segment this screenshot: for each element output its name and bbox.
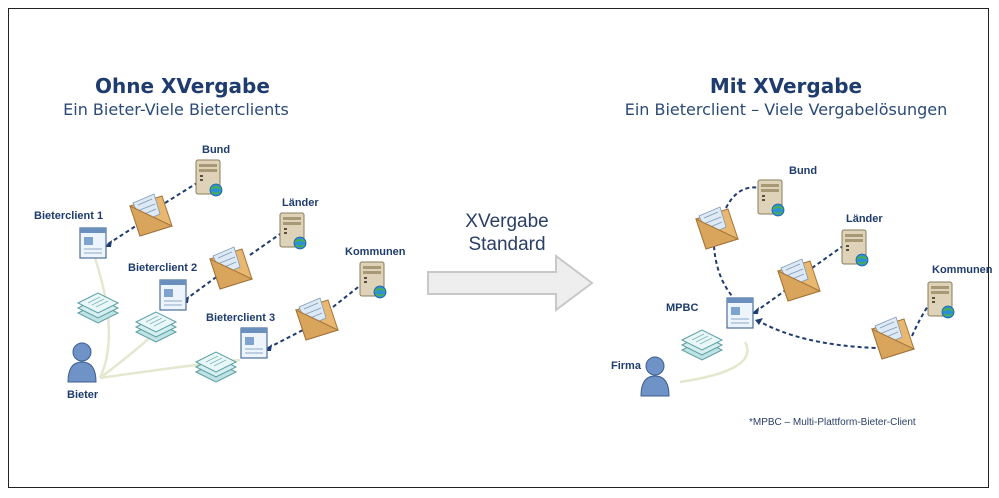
- dashed-link-mpbc-envelope-kommunen: [756, 319, 877, 349]
- envelope-icon: [695, 206, 739, 250]
- label-firma: Firma: [611, 360, 641, 372]
- server-icon: [757, 179, 785, 217]
- left-title: Ohne XVergabe: [95, 74, 270, 98]
- footnote-mpbc: *MPBC – Multi-Plattform-Bieter-Client: [749, 417, 916, 428]
- connector-firma-mpbc: [679, 341, 749, 384]
- label-bieterclient-3: Bieterclient 3: [206, 312, 276, 324]
- xvergabe-standard-label: XVergabe Standard: [448, 210, 566, 256]
- xvergabe-label-line1: XVergabe: [465, 211, 549, 232]
- dashed-link-envelope-bund: [725, 186, 761, 209]
- diagram-frame: [8, 8, 989, 488]
- dashed-link-client3-envelope: [267, 329, 304, 349]
- dashed-link-envelope-laender: [249, 231, 284, 256]
- connector-bieter-client1: [93, 257, 111, 379]
- document-stack-icon: [77, 292, 119, 324]
- server-icon: [195, 159, 223, 197]
- label-kommunen: Kommunen: [345, 246, 406, 258]
- server-icon: [279, 212, 307, 250]
- document-stack-icon: [195, 351, 237, 383]
- dashed-link-envelope-laender: [811, 245, 844, 269]
- document-stack-icon: [681, 329, 723, 361]
- server-icon: [841, 229, 869, 267]
- label-laender: Länder: [282, 197, 319, 209]
- document-stack-icon: [135, 311, 177, 343]
- person-icon: [640, 356, 670, 397]
- envelope-icon: [295, 297, 339, 341]
- server-icon: [927, 281, 955, 319]
- server-icon: [359, 261, 387, 299]
- dashed-link-client2-envelope: [184, 274, 220, 301]
- person-icon: [67, 342, 97, 383]
- dashed-link-envelope-kommunen: [911, 305, 929, 337]
- envelope-icon: [209, 246, 253, 290]
- label-laender: Länder: [846, 213, 883, 225]
- dashed-link-envelope-bund: [164, 182, 198, 204]
- xvergabe-label-line2: Standard: [468, 234, 546, 255]
- envelope-icon: [871, 316, 915, 360]
- label-bund: Bund: [202, 144, 231, 156]
- left-subtitle: Ein Bieter-Viele Bieterclients: [63, 100, 289, 119]
- envelope-icon: [777, 258, 821, 302]
- envelope-icon: [129, 193, 173, 237]
- dashed-link-mpbc-envelope: [754, 289, 787, 313]
- dashed-link-envelope-kommunen: [332, 283, 363, 308]
- client-window-icon: [240, 327, 268, 359]
- dashed-link-envelope-mpbc: [713, 245, 733, 297]
- block-arrow-icon: [427, 254, 594, 312]
- label-kommunen: Kommunen: [932, 264, 993, 276]
- right-subtitle: Ein Bieterclient – Viele Vergabelösungen: [624, 100, 948, 119]
- label-bieterclient-2: Bieterclient 2: [128, 262, 198, 274]
- right-title: Mit XVergabe: [709, 74, 863, 98]
- label-bund: Bund: [789, 165, 818, 177]
- label-bieter: Bieter: [67, 389, 99, 401]
- client-window-icon: [79, 227, 107, 259]
- label-mpbc: MPBC: [666, 302, 699, 314]
- client-window-icon: [159, 279, 187, 311]
- client-window-icon: [726, 297, 754, 329]
- label-bieterclient-1: Bieterclient 1: [34, 210, 104, 222]
